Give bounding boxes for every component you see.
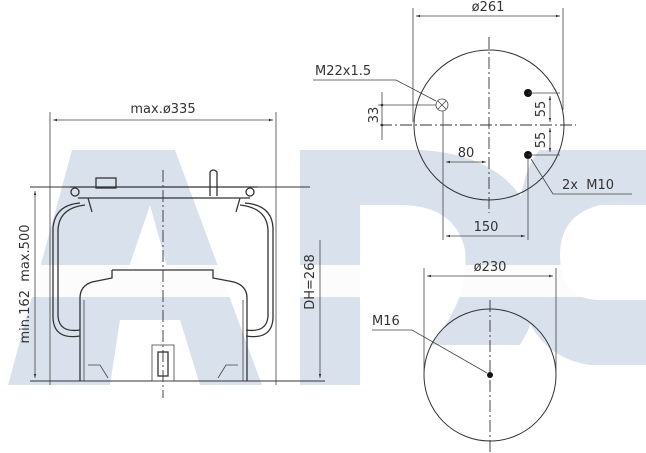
bolt-label: 2x M10 bbox=[562, 178, 614, 193]
piston bbox=[79, 269, 248, 381]
piston-bolt-leader bbox=[372, 329, 488, 374]
inlet-x-offset-label: 80 bbox=[458, 146, 475, 161]
height-range-label: min.162 max.500 bbox=[18, 225, 33, 344]
bolt-spacing-upper-label: 55 bbox=[534, 101, 549, 118]
top-plate bbox=[70, 186, 258, 213]
piston-diameter-label: ø230 bbox=[474, 260, 507, 275]
bellows-inner bbox=[57, 204, 269, 332]
inlet-offset-label: 33 bbox=[367, 107, 382, 124]
piston-bolt-label: M16 bbox=[372, 314, 400, 329]
bolt-spacing-lower-label: 55 bbox=[534, 132, 549, 149]
top-plate-view: ø261 M22x1.5 33 80 55 55 2x M10 150 bbox=[313, 0, 632, 240]
air-inlet-label: M22x1.5 bbox=[315, 64, 371, 79]
side-view: max.ø335 min.162 max.500 DH=268 bbox=[18, 102, 325, 398]
max-diameter-label: max.ø335 bbox=[130, 102, 195, 117]
design-height-label: DH=268 bbox=[303, 254, 318, 310]
piston-bottom-view: ø230 M16 bbox=[372, 260, 557, 452]
crimp-ring-right bbox=[245, 187, 255, 197]
crimp-ring-left bbox=[70, 187, 80, 197]
air-inlet-leader bbox=[313, 79, 437, 102]
bolt-leader bbox=[530, 158, 632, 195]
top-stud bbox=[209, 169, 218, 196]
bottom-stud bbox=[157, 351, 169, 377]
air-inlet-fitting bbox=[95, 177, 117, 189]
piston-bolt-hole bbox=[487, 372, 493, 378]
top-plate-diameter-label: ø261 bbox=[472, 0, 505, 15]
bottom-stud-housing bbox=[151, 344, 175, 382]
bolt-offset-label: 150 bbox=[474, 220, 499, 235]
bellows-outer bbox=[52, 202, 274, 338]
adc-watermark-logo bbox=[0, 150, 646, 385]
